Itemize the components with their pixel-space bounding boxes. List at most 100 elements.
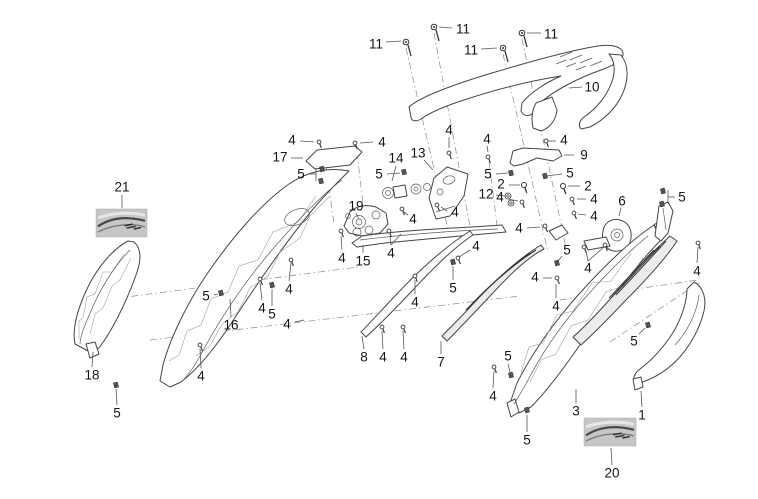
callout-leader-4 — [288, 262, 292, 282]
screw-icon — [257, 276, 263, 282]
part-1-right-lower-cover — [633, 281, 706, 384]
callout-leader-10 — [568, 86, 583, 89]
callout-leader-13 — [423, 159, 434, 171]
part-10-carrier-wing — [578, 53, 628, 130]
callout-label-11: 11 — [369, 37, 383, 52]
callout-label-12: 12 — [478, 187, 493, 202]
callout-leader-4 — [403, 211, 409, 216]
callout-leader-5 — [115, 388, 118, 406]
callout-label-5: 5 — [563, 243, 571, 258]
callout-label-4: 4 — [451, 205, 459, 220]
web-16a — [168, 195, 317, 362]
screw-icon — [386, 228, 392, 234]
callout-label-5: 5 — [113, 406, 121, 421]
callout-leader-1 — [640, 390, 643, 408]
clip-nut-icon — [113, 381, 119, 389]
screw-icon — [446, 150, 452, 156]
part-13-center-inner-cover — [428, 166, 469, 220]
washer-hole-icon — [506, 194, 510, 198]
clip-nut-icon — [554, 259, 560, 267]
part-18-foot — [85, 341, 100, 359]
callout-leader-4 — [259, 282, 263, 301]
callout-bracket-line — [390, 233, 402, 246]
clip-nut-icon — [659, 200, 665, 208]
callout-label-4: 4 — [378, 135, 386, 150]
lock14-barrel — [382, 187, 394, 199]
actuator-pin — [614, 232, 620, 238]
callout-label-9: 9 — [580, 148, 588, 163]
callout-label-5: 5 — [297, 167, 305, 182]
web-3a — [520, 252, 632, 374]
callout-label-4: 4 — [560, 133, 568, 148]
callout-label-5: 5 — [566, 166, 574, 181]
callout-leader-4 — [526, 226, 541, 229]
lock14-ring — [423, 183, 431, 191]
callout-label-4: 4 — [411, 295, 419, 310]
callout-label-4: 4 — [400, 350, 408, 365]
callout-label-4: 4 — [531, 270, 539, 285]
bracket19-tiny — [345, 213, 351, 219]
callout-label-4: 4 — [489, 389, 497, 404]
callout-label-2: 2 — [584, 179, 592, 194]
callout-label-5: 5 — [523, 433, 531, 448]
bolt-head-dot-icon — [502, 47, 504, 49]
callout-leader-4 — [402, 330, 405, 350]
callout-label-4: 4 — [472, 239, 480, 254]
clip-nut-icon — [524, 406, 530, 414]
callout-label-4: 4 — [338, 251, 346, 266]
callout-label-1: 1 — [638, 408, 646, 423]
bolt-head-dot-icon — [433, 26, 435, 28]
edge-strip-lines — [608, 240, 667, 299]
screw-icon — [400, 324, 406, 330]
callout-label-5: 5 — [630, 334, 638, 349]
assembly-axis-line — [433, 32, 472, 233]
callout-label-4: 4 — [285, 282, 293, 297]
panel16-oval — [284, 208, 310, 226]
part-3-foot — [506, 398, 520, 418]
rail-circle-a — [352, 227, 362, 237]
web-16b — [195, 195, 331, 357]
part-16-left-inner-panel — [159, 169, 350, 388]
callout-label-4: 4 — [584, 261, 592, 276]
bracket19-small — [371, 210, 381, 220]
part-9-rear-bracket — [509, 147, 563, 167]
screw-icon — [521, 182, 527, 188]
panel13-oval — [442, 175, 456, 185]
callout-label-11: 11 — [544, 27, 558, 42]
callout-leader-4 — [199, 348, 202, 369]
clip-nut-icon — [269, 281, 275, 289]
screw-icon — [491, 364, 497, 370]
callout-leader-4 — [577, 213, 587, 216]
callout-leader-5 — [638, 327, 646, 335]
callout-label-5: 5 — [504, 349, 512, 364]
part-right-blade — [654, 201, 674, 242]
callout-label-4: 4 — [288, 133, 296, 148]
callout-label-11: 11 — [456, 22, 470, 37]
lock14-washer-in — [413, 186, 419, 192]
callout-leader-5 — [557, 255, 563, 262]
web-3b — [529, 257, 644, 383]
callout-label-5: 5 — [484, 167, 492, 182]
callout-leader-5 — [386, 172, 401, 175]
screw-icon — [581, 244, 587, 250]
screw-icon — [571, 210, 577, 216]
callout-leader-19 — [355, 212, 360, 220]
screw-icon — [560, 183, 566, 189]
actuator-ring — [610, 228, 624, 242]
callout-label-5: 5 — [678, 190, 686, 205]
assembly-axis-line — [609, 281, 701, 343]
bolt-head-dot-icon — [521, 32, 523, 34]
screw-icon — [379, 324, 385, 330]
rail-circle-b — [364, 225, 374, 235]
callout-label-18: 18 — [84, 368, 99, 383]
bolt-head-dot-icon — [405, 41, 407, 43]
callout-leader-11 — [385, 40, 402, 43]
callout-leader-8 — [361, 335, 365, 350]
callout-label-5: 5 — [375, 167, 383, 182]
assembly-axis-line — [559, 279, 699, 301]
callout-label-4: 4 — [258, 301, 266, 316]
blade-inner — [662, 207, 667, 231]
callout-leader-4 — [359, 141, 374, 144]
callout-leader-5 — [507, 363, 511, 373]
